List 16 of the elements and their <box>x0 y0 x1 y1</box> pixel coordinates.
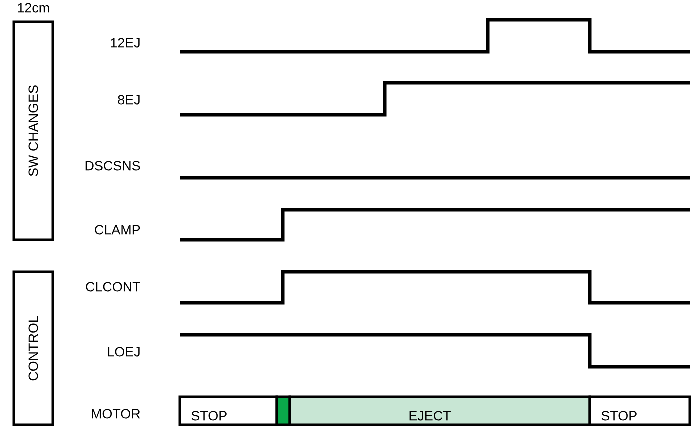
signal-label: CLCONT <box>86 282 140 292</box>
state-box <box>178 396 278 426</box>
signal-label: DSCSNS <box>86 161 140 171</box>
state-box <box>288 396 592 426</box>
state-label: STOP <box>192 411 227 421</box>
signal-label: 8EJ <box>118 95 140 105</box>
state-label: EJECT <box>410 411 451 421</box>
signal-label: 12EJ <box>111 38 140 48</box>
signal-label: MOTOR <box>92 409 140 419</box>
signal-label: LOEJ <box>108 347 140 357</box>
group-box: SW CHANGES <box>12 20 54 242</box>
group-box: CONTROL <box>12 270 54 426</box>
signal-label: CLAMP <box>95 225 140 235</box>
state-label: STOP <box>602 411 637 421</box>
brake-bar <box>276 396 292 426</box>
state-box <box>588 396 692 426</box>
